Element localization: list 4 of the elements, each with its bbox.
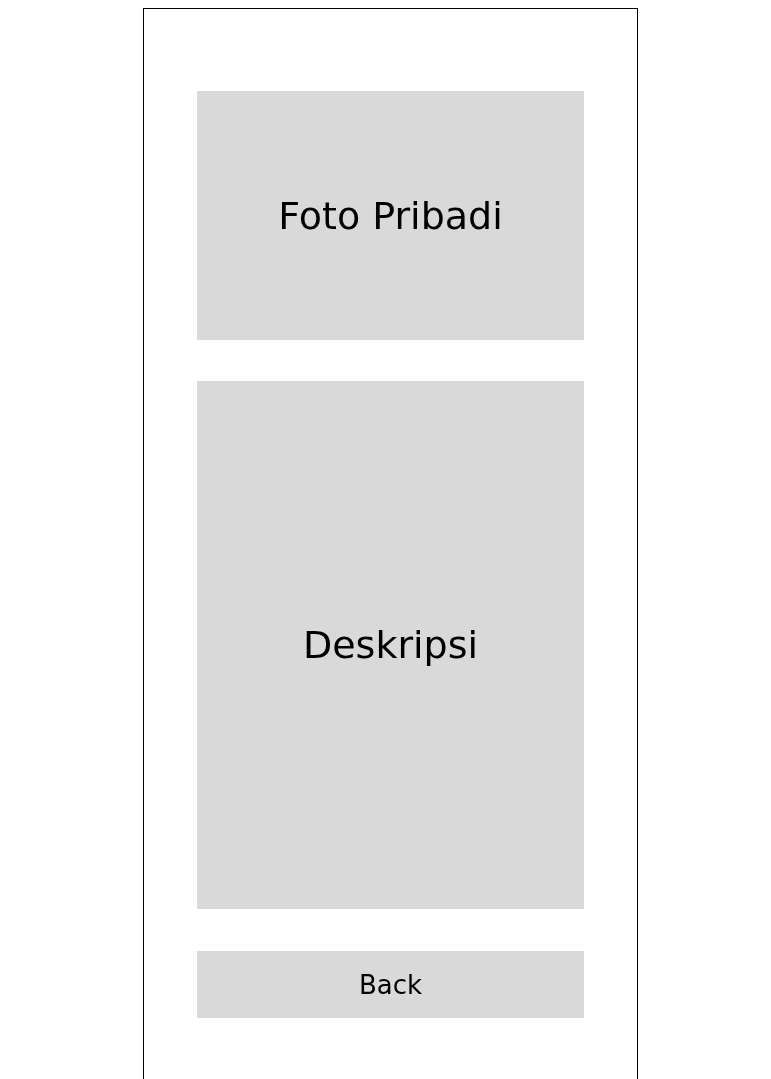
phone-screen-frame bbox=[143, 8, 638, 1079]
photo-field: Foto Pribadi bbox=[197, 91, 584, 340]
description-panel: Deskripsi bbox=[197, 381, 584, 909]
back-button: Back bbox=[197, 951, 584, 1018]
